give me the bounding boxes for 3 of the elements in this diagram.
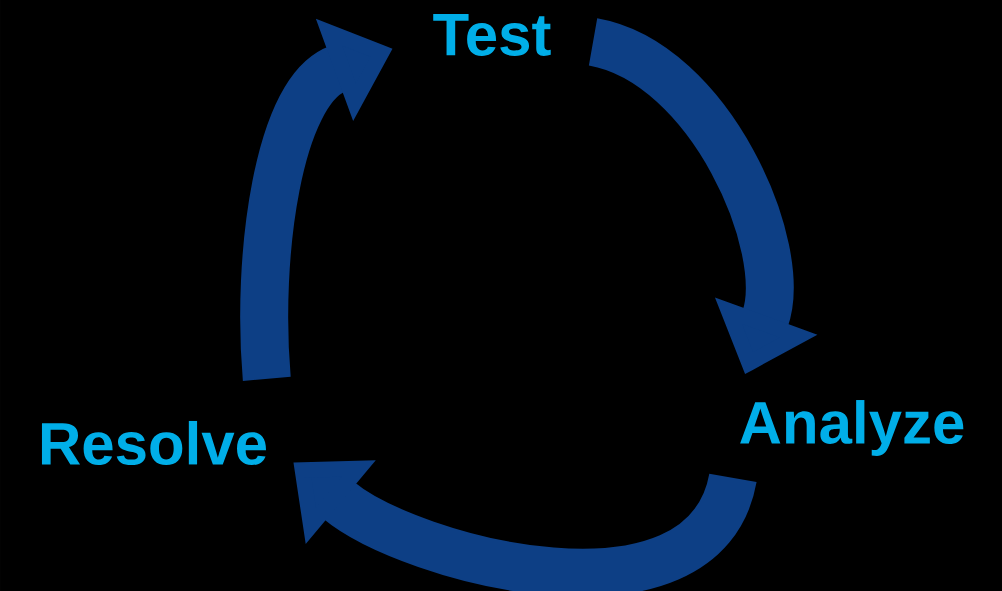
step-label: Test bbox=[433, 14, 551, 56]
step-label: Analyze bbox=[740, 400, 964, 456]
step-label: Resolve bbox=[41, 420, 266, 465]
